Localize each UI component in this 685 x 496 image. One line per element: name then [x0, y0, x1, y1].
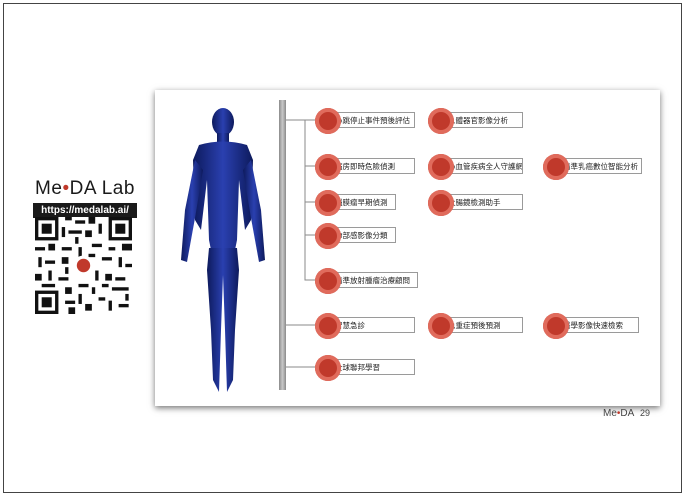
item-marker-icon — [543, 154, 569, 180]
list-item[interactable]: 大腸鏡檢測助手 — [428, 194, 528, 212]
list-item[interactable]: 醫學影像快速檢索 — [543, 317, 643, 335]
item-marker-icon — [543, 313, 569, 339]
item-marker-icon — [428, 154, 454, 180]
list-item[interactable]: 全球聯邦學習 — [315, 359, 415, 377]
brand-logo: Me•DA Lab — [33, 178, 137, 200]
list-item[interactable]: 心血管疾病全人守護網 — [428, 158, 528, 176]
item-marker-icon — [315, 313, 341, 339]
list-item[interactable]: 精準放射腫瘤治療顧問 — [315, 272, 425, 290]
slide-content: 心跳停止事件預後評估 人體器官影像分析 病房即時危險偵測 心血管疾病全人守護網 … — [155, 90, 660, 406]
list-item[interactable]: 精準乳癌數位智能分析 — [543, 158, 643, 176]
list-item[interactable]: 肺部感影像分類 — [315, 227, 415, 245]
list-item[interactable]: 腦膜瘤早期偵測 — [315, 194, 415, 212]
item-marker-icon — [315, 223, 341, 249]
list-item[interactable]: 人體器官影像分析 — [428, 112, 528, 130]
item-marker-icon — [315, 108, 341, 134]
item-marker-icon — [315, 268, 341, 294]
item-marker-icon — [428, 190, 454, 216]
list-item[interactable]: 急重症預後預測 — [428, 317, 528, 335]
footer-logo: Me•DA — [603, 408, 634, 419]
qr-code-icon[interactable] — [35, 217, 132, 314]
list-item[interactable]: 心跳停止事件預後評估 — [315, 112, 415, 130]
item-marker-icon — [315, 190, 341, 216]
item-marker-icon — [428, 108, 454, 134]
brand-url[interactable]: https://medalab.ai/ — [33, 203, 137, 218]
list-item[interactable]: 病房即時危險偵測 — [315, 158, 415, 176]
list-item[interactable]: 智慧急診 — [315, 317, 415, 335]
brand-block: Me•DA Lab https://medalab.ai/ — [33, 178, 137, 218]
item-marker-icon — [428, 313, 454, 339]
page-number: 29 — [640, 408, 650, 418]
item-marker-icon — [315, 355, 341, 381]
item-marker-icon — [315, 154, 341, 180]
